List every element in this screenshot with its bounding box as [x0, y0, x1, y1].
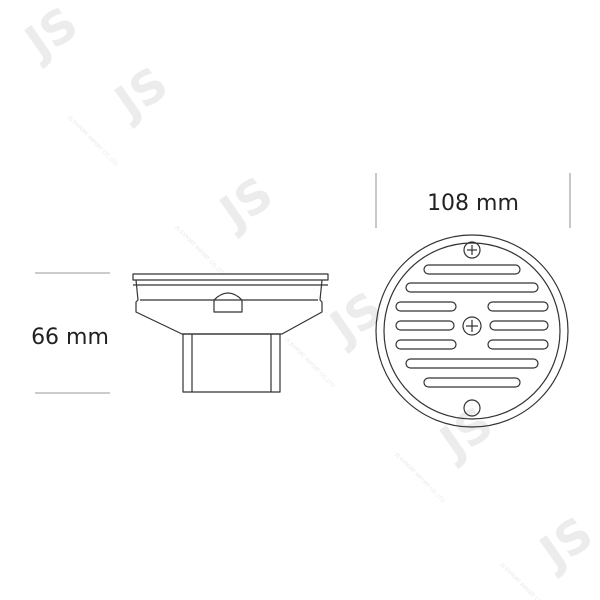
watermark-company: JS EXPORT IMPORT CO.,LTD	[498, 561, 551, 600]
watermark-company: JS EXPORT IMPORT CO.,LTD	[173, 224, 226, 277]
watermark-logo: JS	[103, 56, 178, 131]
height-dimension-label: 66 mm	[31, 325, 109, 350]
watermark-logo: JS	[318, 281, 393, 356]
grate-slot	[487, 339, 549, 350]
diameter-dimension	[375, 173, 571, 228]
watermark-logo: JS	[428, 396, 503, 471]
watermark-company: JS EXPORT IMPORT CO.,LTD	[283, 336, 336, 389]
watermark-logo: JS	[528, 506, 600, 581]
watermark-logo: JS	[208, 166, 283, 241]
grate-slot	[423, 377, 521, 388]
side-view-outlet-pipe	[182, 333, 281, 393]
grate-slot	[405, 282, 539, 293]
top-screw-icon	[463, 241, 481, 259]
grate-slot	[423, 264, 521, 275]
side-view-body	[135, 279, 323, 335]
top-view-outer-rim	[375, 234, 569, 428]
grate-slot	[395, 301, 457, 312]
top-view-inner-rim	[383, 242, 561, 420]
grate-slot	[489, 320, 549, 331]
height-dimension	[35, 272, 110, 394]
grate-slot	[405, 358, 539, 369]
watermark-company: JS EXPORT IMPORT CO.,LTD	[393, 451, 446, 504]
watermark-company: JS EXPORT IMPORT CO.,LTD	[66, 114, 119, 167]
side-view-flange	[132, 273, 329, 281]
watermark-logo: JS	[13, 0, 88, 71]
side-view-overflow-opening	[213, 292, 243, 313]
grate-slot	[487, 301, 549, 312]
grate-slot	[395, 320, 455, 331]
drain-side-view	[132, 273, 329, 393]
bottom-hole	[463, 399, 481, 417]
diameter-dimension-label: 108 mm	[427, 191, 519, 216]
drain-top-view	[375, 234, 569, 428]
center-screw-icon	[462, 316, 482, 336]
grate-slot	[395, 339, 457, 350]
